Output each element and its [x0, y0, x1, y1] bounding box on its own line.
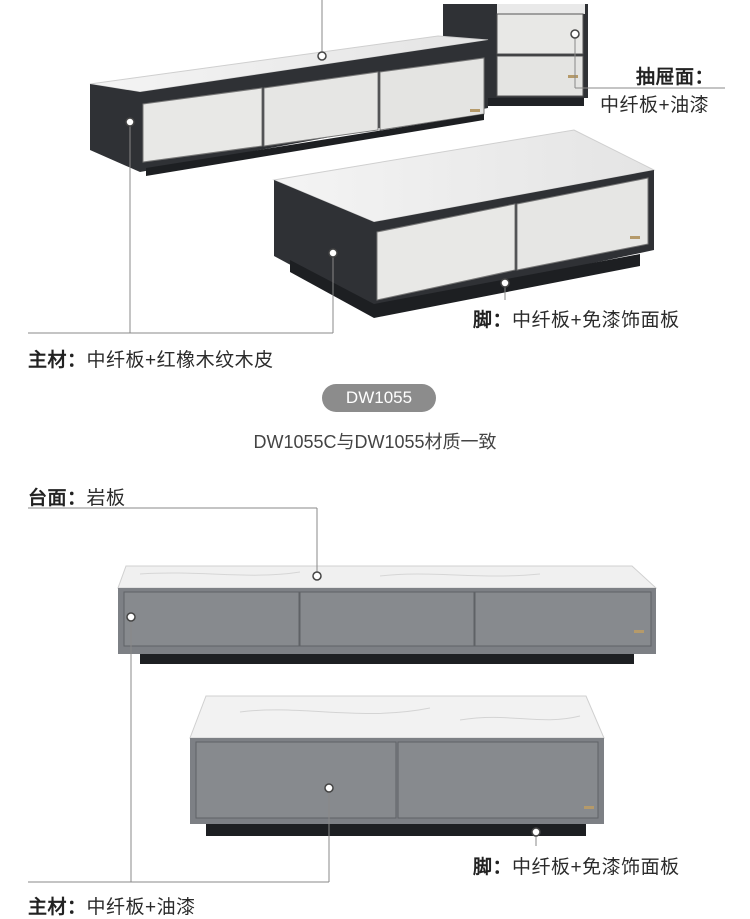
- model-badge: DW1055: [322, 384, 436, 412]
- main-material-bottom: 主材：中纤板+油漆: [28, 897, 196, 918]
- model-note: DW1055C与DW1055材质一致: [253, 432, 497, 452]
- main-material-top: 主材：中纤板+红橡木纹木皮: [28, 350, 274, 371]
- bottom-marker-dots: [126, 571, 541, 837]
- coffee-table-grey: [189, 695, 605, 836]
- top-leader-lines: [28, 0, 725, 334]
- top-marker-dots: [125, 29, 580, 288]
- drawer-material: 中纤板+油漆: [600, 95, 710, 116]
- tv-cabinet-grey: [117, 565, 658, 664]
- coffee-table-white: [272, 129, 656, 318]
- legs-label-top: 脚：中纤板+免漆饰面板: [473, 310, 680, 331]
- legs-label-bottom: 脚：中纤板+免漆饰面板: [473, 857, 680, 878]
- drawer-label: 抽屉面：: [636, 67, 715, 88]
- top-surface-label: 台面：岩板: [28, 488, 126, 509]
